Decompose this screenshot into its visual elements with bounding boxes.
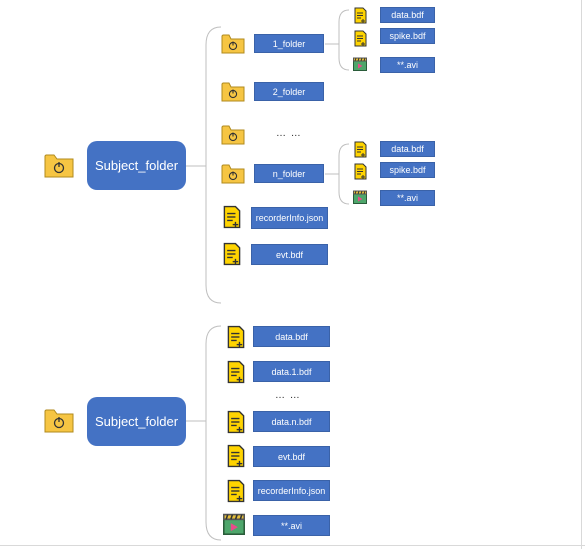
file-data-bdf[interactable]: data.bdf	[380, 7, 435, 23]
subject-folder-label: Subject_folder	[94, 158, 179, 173]
file-recorderinfo-json[interactable]: recorderInfo.json	[251, 207, 328, 229]
file-plus-icon	[223, 242, 241, 266]
file-label: recorderInfo.json	[255, 213, 324, 223]
file-label: data.1.bdf	[271, 366, 312, 377]
file-avi[interactable]: **.avi	[380, 190, 435, 206]
file-plus-icon	[227, 479, 245, 503]
file-evt-bdf[interactable]: evt.bdf	[253, 446, 330, 467]
file-evt-bdf[interactable]: evt.bdf	[251, 244, 328, 265]
file-avi[interactable]: **.avi	[253, 515, 330, 536]
file-label: recorderInfo.json	[257, 485, 326, 496]
folder-2-label: 2_folder	[272, 86, 306, 97]
video-clapper-icon	[353, 57, 367, 71]
file-plus-icon	[223, 205, 241, 229]
subject-folder-label: Subject_folder	[94, 414, 179, 429]
file-avi[interactable]: **.avi	[380, 57, 435, 73]
file-label: spike.bdf	[389, 165, 426, 175]
file-label: data.n.bdf	[271, 416, 312, 427]
frame-edge-right	[581, 0, 582, 549]
file-data-n-bdf[interactable]: data.n.bdf	[253, 411, 330, 432]
file-spike-bdf[interactable]: spike.bdf	[380, 162, 435, 178]
file-data-bdf[interactable]: data.bdf	[380, 141, 435, 157]
file-plus-icon	[354, 30, 367, 47]
folder-1-label: 1_folder	[272, 38, 306, 49]
file-label: data.bdf	[391, 144, 424, 154]
file-label: **.avi	[280, 520, 302, 531]
file-plus-icon	[354, 7, 367, 24]
frame-edge-bottom	[0, 545, 585, 546]
folder-icon	[221, 34, 245, 54]
file-label: **.avi	[396, 193, 418, 203]
subject-folder-root[interactable]: Subject_folder	[87, 397, 186, 446]
file-label: evt.bdf	[277, 451, 306, 462]
file-recorderinfo-json[interactable]: recorderInfo.json	[253, 480, 330, 501]
file-plus-icon	[227, 325, 245, 349]
file-data-1-bdf[interactable]: data.1.bdf	[253, 361, 330, 382]
folder-icon	[44, 409, 74, 433]
folder-icon	[221, 125, 245, 145]
folder-1-node[interactable]: 1_folder	[254, 34, 324, 53]
file-label: **.avi	[396, 60, 418, 70]
video-clapper-icon	[353, 190, 367, 204]
file-plus-icon	[227, 360, 245, 384]
file-plus-icon	[354, 141, 367, 158]
file-plus-icon	[227, 410, 245, 434]
file-spike-bdf[interactable]: spike.bdf	[380, 28, 435, 44]
folder-n-label: n_folder	[272, 168, 306, 179]
folder-icon	[221, 82, 245, 102]
file-data-bdf[interactable]: data.bdf	[253, 326, 330, 347]
file-label: data.bdf	[391, 10, 424, 20]
folder-n-node[interactable]: n_folder	[254, 164, 324, 183]
file-plus-icon	[227, 444, 245, 468]
subject-folder-root[interactable]: Subject_folder	[87, 141, 186, 190]
folder-icon	[221, 164, 245, 184]
folder-icon	[44, 154, 74, 178]
file-label: spike.bdf	[389, 31, 426, 41]
ellipsis-text: … …	[275, 390, 301, 401]
file-label: evt.bdf	[275, 249, 304, 260]
file-label: data.bdf	[275, 331, 308, 342]
video-clapper-icon	[223, 513, 245, 535]
file-plus-icon	[354, 163, 367, 180]
folder-2-node[interactable]: 2_folder	[254, 82, 324, 101]
ellipsis-text: … …	[276, 128, 302, 139]
